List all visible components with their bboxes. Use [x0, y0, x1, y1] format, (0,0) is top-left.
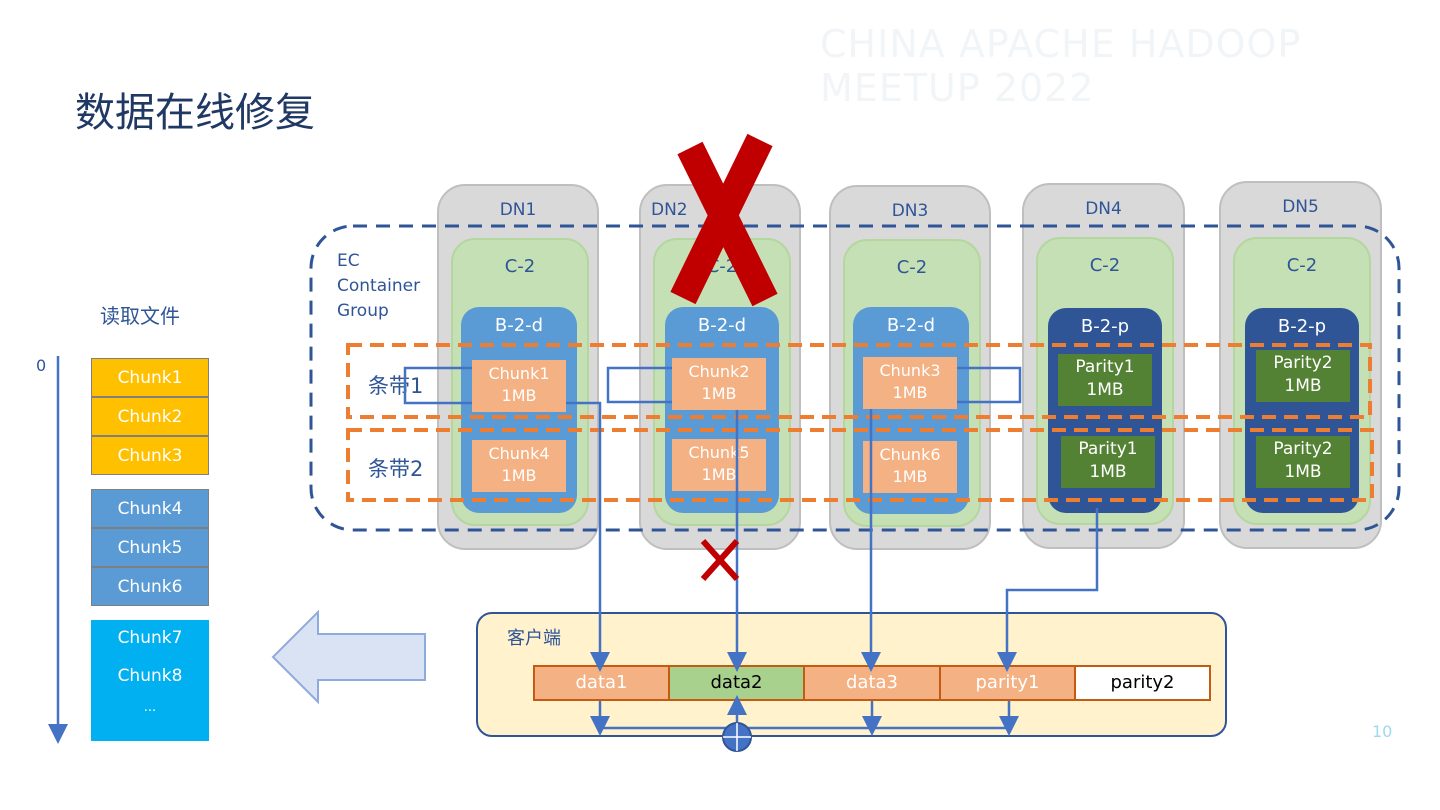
client-cell-data3: data3 [803, 665, 941, 701]
container-label: C-2 [1089, 255, 1121, 276]
file-chunk-tail: Chunk7 Chunk8 ... [91, 620, 209, 741]
dn-label: DN4 [1085, 199, 1122, 219]
file-chunk: Chunk8 [117, 666, 183, 686]
container-label: C-2 [896, 257, 928, 278]
dn-label: DN1 [499, 200, 537, 220]
file-chunk: Chunk5 [91, 528, 209, 567]
file-chunk: Chunk1 [91, 358, 209, 397]
connectors [403, 366, 1099, 736]
file-chunk: Chunk4 [91, 489, 209, 528]
page-number: 10 [1372, 722, 1393, 741]
stripe1-label: 条带1 [368, 374, 424, 398]
axis-zero: 0 [36, 356, 47, 375]
stripe2-label: 条带2 [368, 457, 424, 481]
dn-label: DN3 [891, 201, 929, 221]
file-chunk: Chunk3 [91, 436, 209, 475]
file-chunk: Chunk2 [91, 397, 209, 436]
block-label: B-2-p [1080, 316, 1130, 337]
client-cell-parity2: parity2 [1074, 665, 1211, 701]
read-file-label: 读取文件 [100, 304, 180, 328]
ec-container-group-outline [309, 224, 1401, 532]
block-label: B-2-d [494, 315, 544, 336]
ec-container-group-label: EC Container Group [337, 251, 421, 321]
stripe1-outline [346, 343, 1372, 419]
failed-node-x-icon [670, 133, 778, 307]
dn-label: DN5 [1282, 197, 1319, 217]
watermark: CHINA APACHE HADOOP MEETUP 2022 [820, 22, 1302, 110]
container-label: C-2 [504, 256, 536, 277]
client-cell-data1: data1 [533, 665, 670, 701]
return-arrow-icon [271, 609, 426, 705]
ellipsis: ... [143, 700, 157, 715]
file-chunk: Chunk6 [91, 567, 209, 606]
block-label: B-2-d [886, 315, 936, 336]
dn-label: DN2 [651, 200, 688, 220]
block-label: B-2-d [697, 315, 747, 336]
stripe2-outline [346, 428, 1374, 502]
client-label: 客户端 [507, 628, 561, 649]
file-chunk: Chunk7 [117, 628, 183, 648]
container-label: C-2 [1286, 255, 1318, 276]
block-label: B-2-p [1277, 316, 1327, 337]
page-title: 数据在线修复 [75, 90, 315, 136]
failed-link-x-icon [700, 538, 740, 582]
xor-icon [722, 722, 752, 752]
